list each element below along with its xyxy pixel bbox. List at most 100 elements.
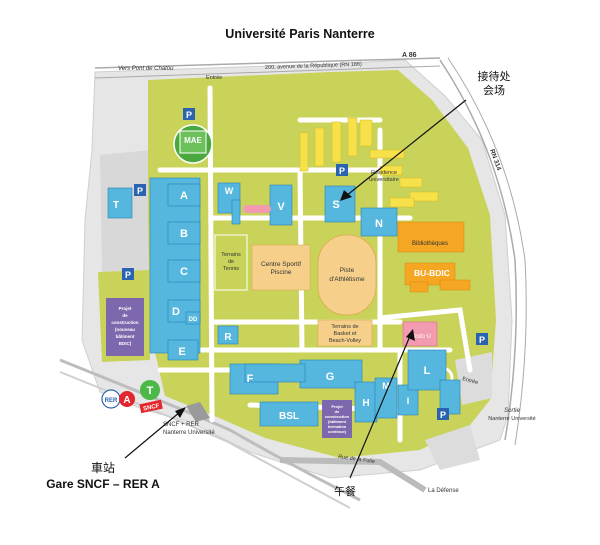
lunch-arrow [349, 335, 411, 479]
building-w-label: W [225, 186, 234, 196]
sncf-logo [139, 399, 163, 414]
svg-text:formation: formation [328, 424, 347, 429]
svg-text:P: P [440, 410, 446, 420]
centre-sportif-label-2: Piscine [271, 269, 292, 276]
avenue-label: 200, avenue de la République (RN 186) [265, 62, 362, 71]
building-n-label: N [375, 218, 383, 230]
basket-label-3: Beach-Volley [329, 338, 361, 344]
library-blocks [397, 221, 471, 293]
rn314-road [439, 59, 517, 441]
centre-sportif [251, 244, 311, 291]
projet-formation-labels: Projet de construction (bâtiment formati… [325, 404, 350, 434]
building-bsl-label: BSL [279, 411, 299, 422]
reception-label-2: 会场 [483, 83, 505, 97]
svg-text:Projet: Projet [331, 404, 343, 409]
tennis-label-3: Tennis [223, 266, 239, 272]
resto-u [402, 321, 438, 347]
a86-label: A 86 [402, 52, 417, 59]
rer-a-text: A [123, 395, 130, 406]
basket-label-2: Basket et [334, 331, 357, 337]
la-defense-label: La Défense [428, 488, 459, 494]
tennis-courts [214, 234, 248, 291]
piste-label-1: Piste [340, 267, 355, 274]
building-t-label: T [113, 200, 119, 211]
building-c-label: C [180, 266, 188, 278]
a86-road-2 [94, 65, 441, 79]
rue-folie-label: Rue de la Folie [338, 454, 375, 465]
svg-text:BDIC): BDIC) [119, 341, 132, 346]
sortie-title: Sortie [504, 408, 520, 414]
bu-bdic-label: BU-BDIC [414, 268, 450, 278]
building-m-label: M [382, 381, 390, 391]
projet-bdic-labels: Projet de construction (nouveau bâtiment… [111, 306, 139, 346]
building-i-label: I [407, 396, 410, 406]
a86-road [94, 57, 441, 69]
building-s-label: S [332, 199, 339, 211]
station-cn-label: 車站 [91, 461, 115, 475]
building-r-label: R [224, 332, 232, 343]
svg-text:construction: construction [325, 414, 350, 419]
building-a-label: A [180, 190, 188, 202]
rer-a-logo [119, 391, 135, 407]
residence-label-2: universitaire [369, 177, 399, 183]
svg-text:P: P [186, 110, 192, 120]
small-pool [243, 205, 271, 213]
bibliotheques-label: Bibliothèques [412, 241, 448, 247]
building-dd-label: DD [189, 317, 198, 323]
parking-sign: P [476, 333, 488, 345]
svg-text:(bâtiment: (bâtiment [328, 419, 347, 424]
station-fr-label: Gare SNCF – RER A [46, 477, 160, 491]
rue-folie-road [279, 457, 427, 493]
lunch-arrowhead [406, 329, 415, 341]
station-label-1: SNCF + RER [163, 422, 200, 428]
tram-logo [140, 380, 160, 400]
entree-right-label: Entrée [461, 376, 478, 386]
parking-sign: P [183, 108, 195, 120]
parking-signs: P P P P P P [122, 108, 488, 420]
station-building [186, 402, 210, 422]
bottom-right-gray [425, 425, 480, 470]
parking-sign: P [122, 268, 134, 280]
parking-sign: P [336, 164, 348, 176]
building-letters: A B C D DD E T W V S N R F G BSL H M I L [113, 186, 431, 422]
basket-label-1: Terrains de [331, 324, 358, 330]
reception-arrowhead [340, 190, 352, 201]
reception-label-1: 接待处 [478, 69, 511, 83]
mae-label: MAE [184, 136, 202, 145]
parking-sign: P [437, 408, 449, 420]
projet-formation [322, 400, 352, 438]
svg-text:P: P [479, 335, 485, 345]
sortie-sub: Nanterre Université [488, 416, 535, 422]
athletics-track [317, 234, 377, 316]
building-g-label: G [326, 371, 335, 383]
vers-pont-label: Vers Pont de Chatou [118, 66, 174, 72]
basket-courts [317, 319, 373, 347]
building-e-label: E [178, 346, 185, 358]
residence-blocks [299, 117, 439, 208]
svg-text:de: de [122, 313, 128, 318]
station-arrowhead [175, 407, 186, 418]
svg-text:bâtiment: bâtiment [116, 334, 135, 339]
building-f-label: F [247, 373, 254, 385]
svg-text:P: P [137, 186, 143, 196]
centre-sportif-label-1: Centre Sportif [261, 261, 301, 268]
building-d-label: D [172, 306, 180, 318]
svg-text:(nouveau: (nouveau [115, 327, 135, 332]
entree-top-label: Entrée [206, 75, 222, 81]
building-l-label: L [424, 365, 431, 377]
building-b-label: B [180, 228, 188, 240]
rn314-road-2 [447, 57, 527, 446]
map-title: Université Paris Nanterre [225, 27, 374, 41]
tennis-label-2: de [228, 259, 234, 265]
station-arrow [124, 411, 181, 459]
tennis-label-1: Terrains [221, 252, 241, 258]
right-gray-area [455, 352, 492, 405]
station-label-2: Nanterre Université [163, 430, 215, 436]
lunch-label: 午餐 [334, 484, 356, 498]
svg-text:P: P [125, 270, 131, 280]
mae-inner [179, 130, 207, 154]
rer-logo-text: RER [105, 398, 118, 404]
projet-bdic [106, 298, 144, 356]
parking-sign: P [134, 184, 146, 196]
